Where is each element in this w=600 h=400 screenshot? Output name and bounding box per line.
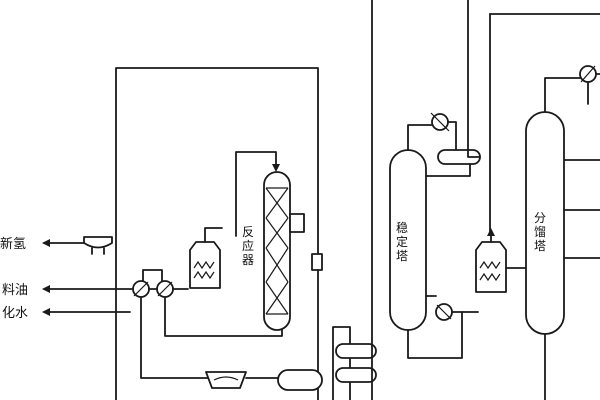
reactor-feed-arrow <box>272 164 280 172</box>
inlet-streams: 新氢 料油 化水 <box>0 236 135 321</box>
stream-label-water: 化水 <box>2 306 28 321</box>
reactor-nozzle <box>289 213 305 233</box>
furnace-coil <box>193 260 215 280</box>
exchanger-top-bypass <box>142 269 163 282</box>
reactor-label-text: 反应器 <box>242 225 254 267</box>
stabilizer-bottom <box>407 311 463 359</box>
label-char: 定 <box>396 234 408 249</box>
reactor-section: 反应器 <box>115 67 323 400</box>
label-char: 器 <box>242 253 254 267</box>
fractionator-section: 分馏塔 <box>489 13 600 400</box>
stabilizer-overhead <box>407 124 433 151</box>
reflux-return <box>425 163 471 177</box>
condenser-line <box>447 121 457 151</box>
fractionator-label-text: 分馏塔 <box>534 211 546 253</box>
stabilizer-riser <box>332 326 351 400</box>
hydrogen-drum <box>83 236 113 249</box>
stabilizer-section: 稳定塔 <box>332 0 529 400</box>
heat-exchanger-2-slash <box>157 281 173 297</box>
reactor-feed-top <box>235 151 277 237</box>
stabilizer-furnace <box>475 241 507 293</box>
stabilizer-label: 稳定塔 <box>396 220 408 263</box>
stabilizer-furnace-coil <box>479 260 501 282</box>
stream-label-hydrogen: 新氢 <box>0 236 26 252</box>
label-char: 反 <box>242 225 254 239</box>
label-char: 分 <box>534 211 546 225</box>
fractionator-condenser-slash <box>580 65 596 83</box>
label-char: 应 <box>242 238 254 253</box>
separator-detail <box>213 376 239 381</box>
receiver-drum-2 <box>335 367 377 383</box>
stream-label-feed-oil: 料油 <box>2 283 28 298</box>
reboiler-line <box>425 295 479 313</box>
label-char: 塔 <box>534 239 546 253</box>
reactor-bed <box>265 187 289 315</box>
stabilizer-reboiler-slash <box>436 304 452 320</box>
reflux-to-header <box>467 0 481 158</box>
heat-exchanger-1-slash <box>133 281 149 297</box>
fractionator-overhead <box>544 77 581 113</box>
hydrogen-arrow <box>42 239 50 247</box>
label-char: 稳 <box>396 220 408 235</box>
reactor-side-box <box>311 253 323 271</box>
separator-vessel <box>205 371 247 389</box>
reactor-furnace <box>189 241 221 289</box>
flash-drum <box>277 369 323 391</box>
stabilizer-label-text: 稳定塔 <box>396 220 408 263</box>
label-char: 馏 <box>534 225 546 239</box>
water-arrow <box>42 308 50 316</box>
exchanger-bottom-loop <box>140 296 214 379</box>
furnace-outlet-arrow <box>487 228 495 236</box>
feed-oil-arrow <box>42 285 50 293</box>
fractionator-label: 分馏塔 <box>534 211 546 253</box>
receiver-drum-1 <box>335 343 377 359</box>
stabilizer-condenser-slash <box>430 112 450 132</box>
label-char: 塔 <box>396 249 408 263</box>
furnace-outlet <box>204 227 223 243</box>
hydrogen-drum-vent <box>91 247 105 255</box>
reactor-outer-loop <box>115 67 319 400</box>
exchanger-return <box>164 296 283 337</box>
reactor-label: 反应器 <box>242 225 254 267</box>
